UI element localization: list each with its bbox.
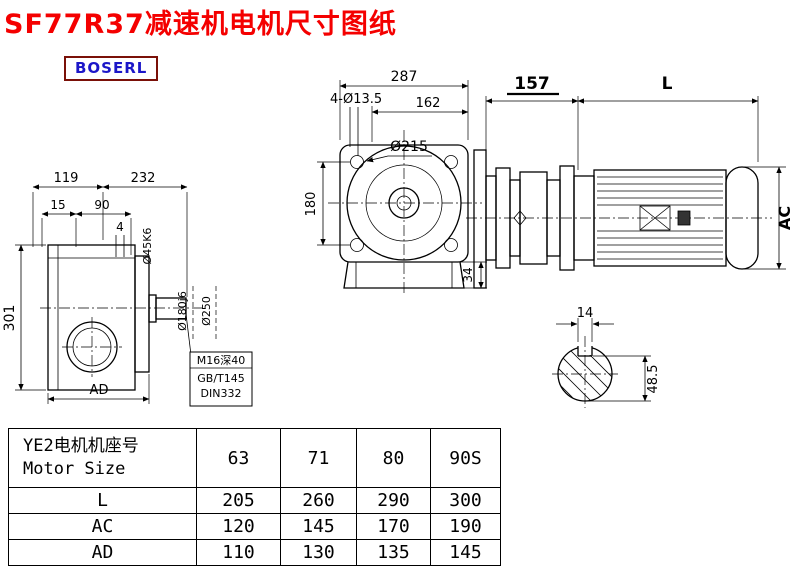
- cell-value: 135: [356, 539, 431, 566]
- dim-90: 90: [94, 198, 109, 212]
- dim-15: 15: [50, 198, 65, 212]
- cell-value: 145: [280, 513, 357, 540]
- header-value-cell: 63: [196, 428, 281, 488]
- cell-value: 145: [430, 539, 501, 566]
- header-label-cell: YE2电机机座号 Motor Size: [8, 428, 197, 488]
- dim-34: 34: [461, 267, 475, 282]
- cell-value: 300: [430, 487, 501, 514]
- terminal-block: [677, 210, 691, 226]
- header-value-cell: 90S: [430, 428, 501, 488]
- table-row-L: L 205 260 290 300: [8, 487, 501, 514]
- row-label: AD: [8, 539, 197, 566]
- row-label: L: [8, 487, 197, 514]
- dim-L: L: [662, 74, 673, 94]
- dim-180: 180: [304, 192, 319, 217]
- table-row-AD: AD 110 130 135 145: [8, 539, 501, 566]
- gearbox-side-view: [40, 244, 217, 391]
- dim-232: 232: [131, 171, 156, 186]
- cell-value: 170: [356, 513, 431, 540]
- side-view-dimensions: 119 232 15 90 4 301 AD Ø45K6 Ø180j6 Ø250: [2, 171, 213, 404]
- cell-value: 260: [280, 487, 357, 514]
- spigot-diameter-label: Ø180j6: [176, 291, 189, 331]
- row-label: AC: [8, 513, 197, 540]
- cell-value: 130: [280, 539, 357, 566]
- thread-note: M16深40 GB/T145 DIN332: [189, 351, 253, 407]
- thread-note-line3: DIN332: [201, 387, 242, 400]
- motor-size-table: YE2电机机座号 Motor Size 63 71 80 90S L 205 2…: [8, 428, 501, 566]
- dim-4: 4: [116, 220, 124, 234]
- brand-logo: BOSERL: [64, 56, 159, 81]
- dim-157: 157: [514, 74, 550, 94]
- dim-48-5: 48.5: [646, 365, 661, 394]
- dim-key-14: 14: [577, 306, 594, 321]
- motor-dimensions: 157 L AC: [485, 74, 794, 270]
- header-label-cn: YE2电机机座号: [23, 436, 139, 457]
- header-value-cell: 71: [280, 428, 357, 488]
- shaft-section-drawing: 14 48.5: [552, 306, 661, 408]
- thread-note-line1: M16深40: [197, 354, 246, 367]
- shaft-diameter-label: Ø45K6: [141, 228, 154, 265]
- dim-301: 301: [2, 305, 18, 332]
- dim-287: 287: [391, 69, 418, 85]
- gearbox-front-view: [328, 130, 482, 296]
- cell-value: 190: [430, 513, 501, 540]
- flange-diameter-label: Ø250: [200, 296, 213, 326]
- dim-215: Ø215: [390, 139, 428, 155]
- table-row-AC: AC 120 145 170 190: [8, 513, 501, 540]
- dim-162: 162: [416, 96, 441, 111]
- page-title: SF77R37减速机电机尺寸图纸: [4, 9, 397, 40]
- cell-value: 205: [196, 487, 281, 514]
- thread-note-line2: GB/T145: [197, 372, 245, 385]
- dim-119: 119: [54, 171, 79, 186]
- dim-AD: AD: [90, 383, 109, 398]
- front-view-dimensions: 287 162 4-Ø13.5 Ø215 180 34: [304, 69, 487, 289]
- cell-value: 120: [196, 513, 281, 540]
- bolt-holes-note: 4-Ø13.5: [330, 92, 382, 107]
- cell-value: 110: [196, 539, 281, 566]
- technical-drawing: 287 162 4-Ø13.5 Ø215 180 34: [2, 69, 794, 408]
- table-header-row: YE2电机机座号 Motor Size 63 71 80 90S: [8, 428, 501, 488]
- header-label-en: Motor Size: [23, 459, 126, 479]
- header-value-cell: 80: [356, 428, 431, 488]
- dim-AC: AC: [775, 206, 794, 230]
- cell-value: 290: [356, 487, 431, 514]
